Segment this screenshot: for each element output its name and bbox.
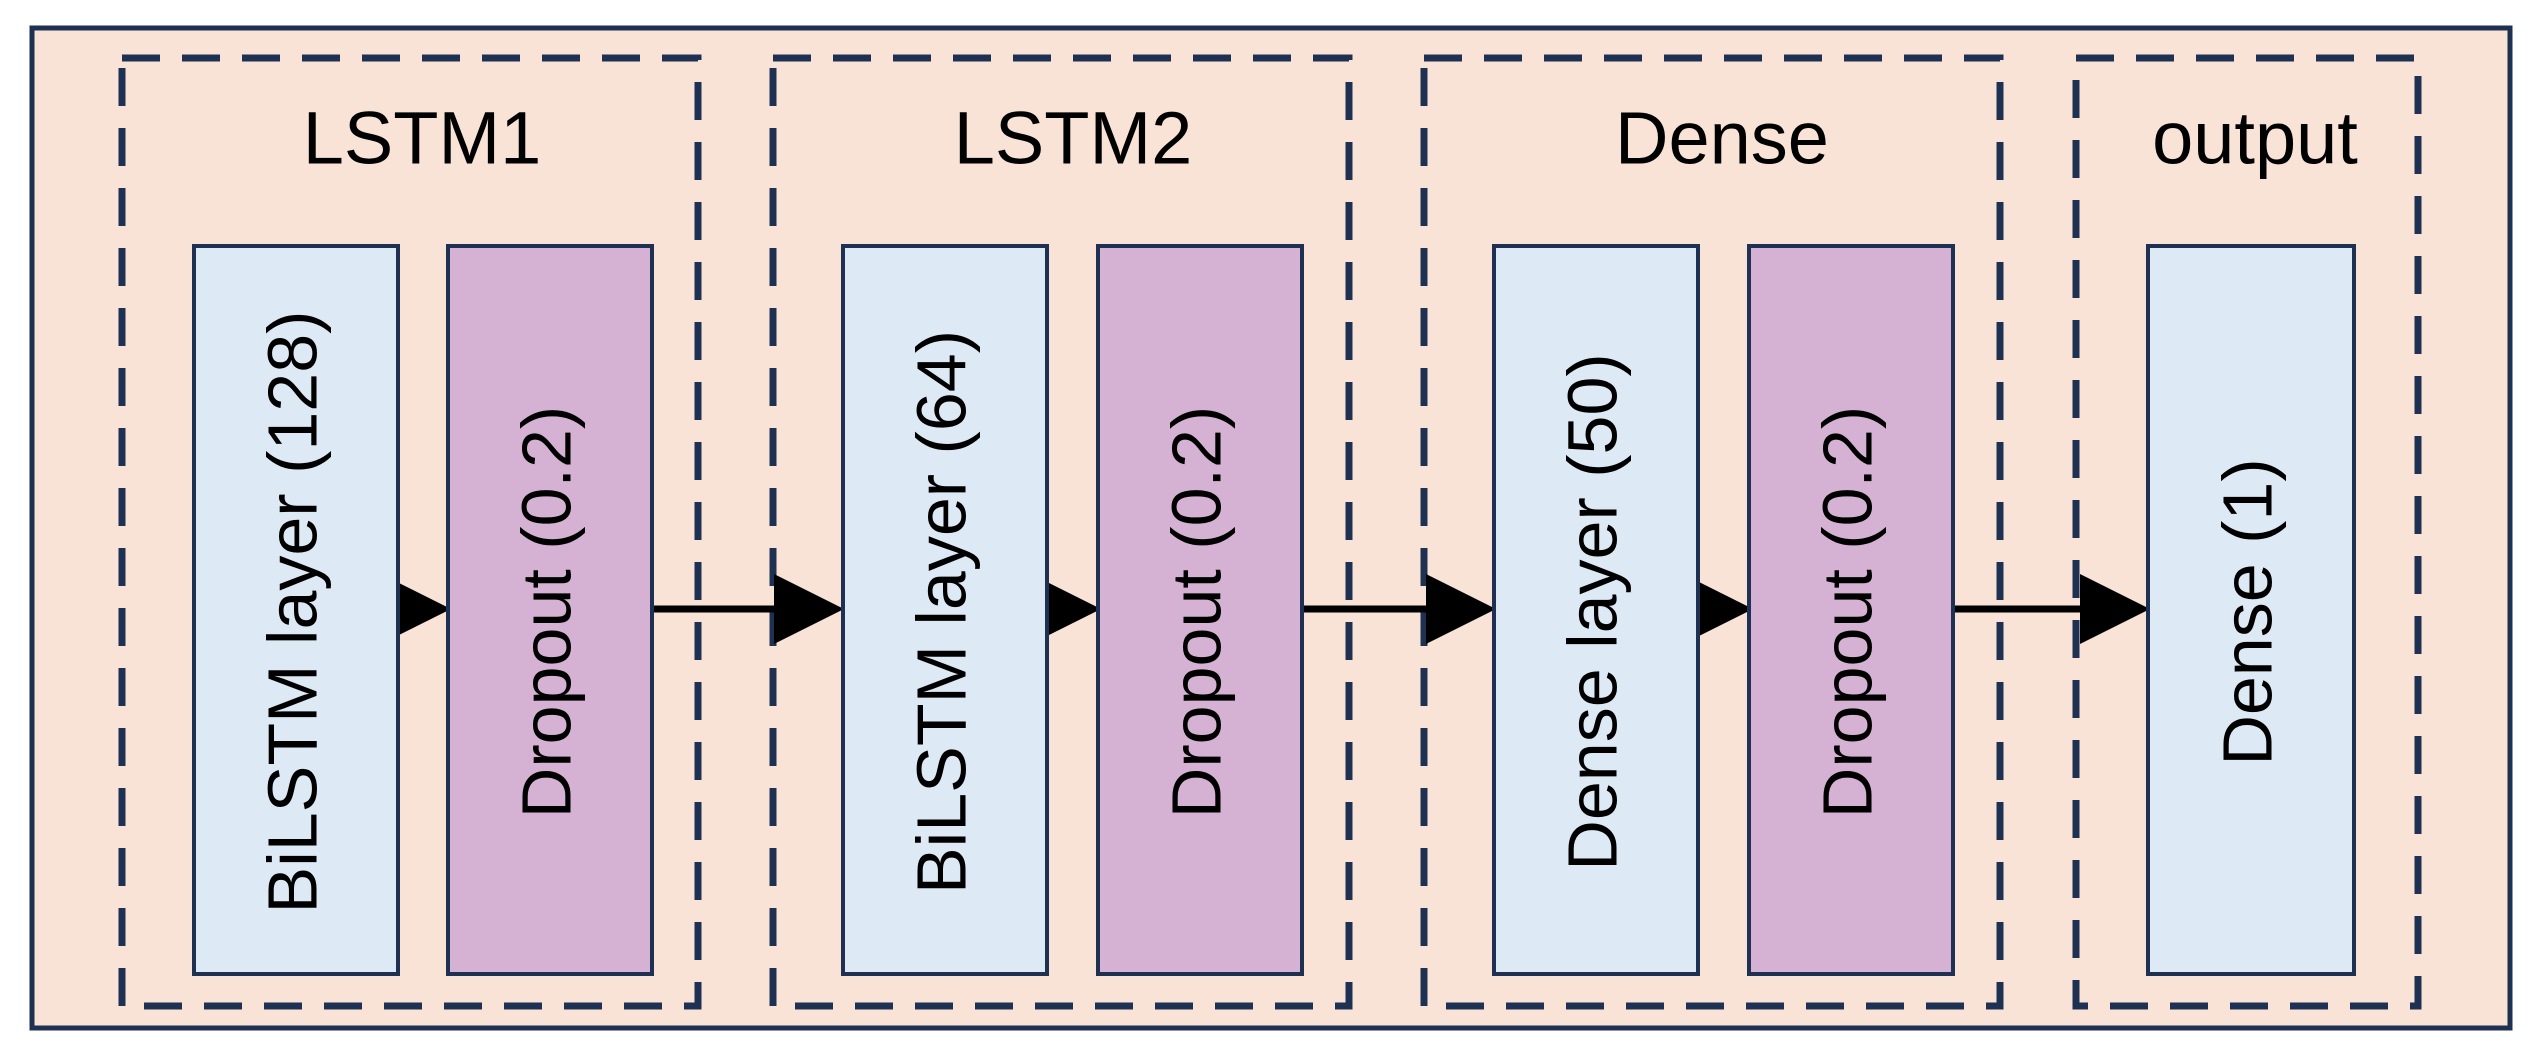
group-box-output bbox=[2072, 54, 2422, 1010]
layer-label-bilstm-64: BiLSTM layer (64) bbox=[902, 330, 980, 894]
layer-box-dropout-3 bbox=[1747, 244, 1955, 976]
layer-label-dropout-1: Dropout (0.2) bbox=[507, 406, 585, 818]
layer-box-dense-50 bbox=[1492, 244, 1700, 976]
layer-box-dropout-1 bbox=[446, 244, 654, 976]
group-title-output: output bbox=[2152, 97, 2358, 180]
group-box-dense bbox=[1420, 54, 2004, 1010]
layer-label-dropout-3: Dropout (0.2) bbox=[1808, 406, 1886, 818]
layer-label-dropout-2: Dropout (0.2) bbox=[1157, 406, 1235, 818]
group-title-lstm2: LSTM2 bbox=[954, 97, 1193, 180]
group-box-lstm2 bbox=[769, 54, 1353, 1010]
layer-label-dense-50: Dense layer (50) bbox=[1553, 353, 1631, 870]
layer-box-bilstm-128 bbox=[192, 244, 400, 976]
group-box-lstm1 bbox=[118, 54, 702, 1010]
layer-box-dense-1 bbox=[2146, 244, 2356, 976]
layer-box-dropout-2 bbox=[1096, 244, 1304, 976]
group-title-lstm1: LSTM1 bbox=[303, 97, 542, 180]
group-title-dense: Dense bbox=[1615, 97, 1829, 180]
layer-label-dense-1: Dense (1) bbox=[2208, 458, 2286, 765]
layer-box-bilstm-64 bbox=[841, 244, 1049, 976]
layer-label-bilstm-128: BiLSTM layer (128) bbox=[253, 311, 331, 914]
